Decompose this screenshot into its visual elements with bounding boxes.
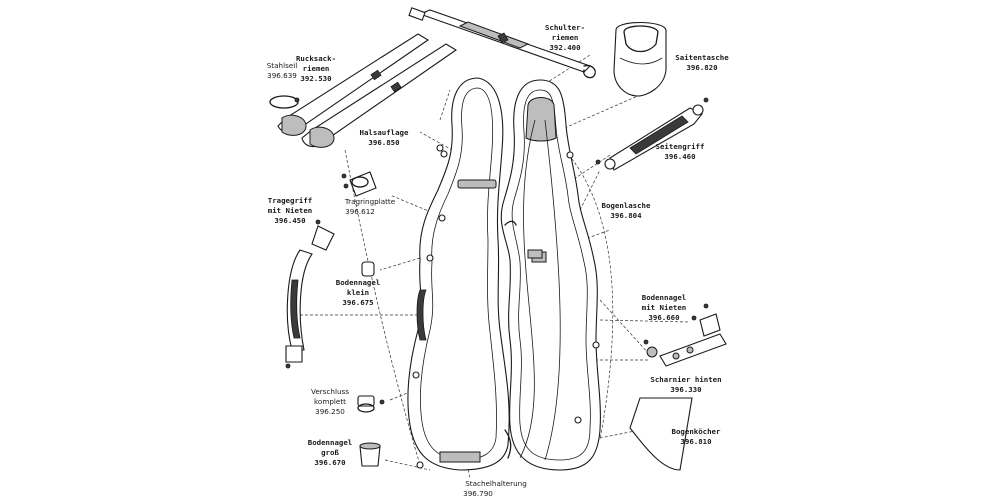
label-verschluss-2: komplett <box>314 397 346 406</box>
label-rucksackriemen-1: Rucksack- <box>296 54 336 63</box>
inner-pocket <box>525 97 557 142</box>
label-rucksackriemen-number: 392.530 <box>300 74 331 83</box>
side-handle-on-case <box>416 289 427 341</box>
label-bodennagel-nieten-number: 396.660 <box>648 313 679 322</box>
neck-rest <box>457 179 497 189</box>
foot-small <box>361 261 375 277</box>
shoulder-strap <box>408 7 596 79</box>
label-tragegriff-1: Tragegriff <box>268 196 313 205</box>
string-pocket <box>613 22 667 97</box>
label-bogenkoecher-number: 396.810 <box>680 437 711 446</box>
label-stachelhalterung: Stachelhalterung <box>465 479 527 488</box>
label-bogenkoecher: Bogenköcher <box>672 427 721 436</box>
label-saitentasche-number: 396.820 <box>686 63 717 72</box>
label-bodennagel-gross-2: groß <box>321 448 339 457</box>
neck-rest-part <box>436 144 448 158</box>
label-bogenlasche: Bogenlasche <box>602 201 651 210</box>
label-schulterriemen-2: riemen <box>552 33 579 42</box>
label-bodennagel-gross-number: 396.670 <box>314 458 345 467</box>
label-seitengriff: Seitengriff <box>656 142 705 151</box>
label-scharnier-number: 396.330 <box>670 385 701 394</box>
label-bodennagel-klein-number: 396.675 <box>342 298 373 307</box>
label-tragegriff-number: 396.450 <box>274 216 305 225</box>
label-halsauflage-number: 396.850 <box>368 138 399 147</box>
backpack-straps <box>277 33 458 148</box>
carry-ring-plate <box>341 171 377 197</box>
label-saitentasche: Saitentasche <box>675 53 729 62</box>
label-bogenlasche-number: 396.804 <box>610 211 642 220</box>
leader-lines <box>300 54 691 479</box>
steel-cable <box>269 95 300 109</box>
label-bodennagel-klein-1: Bodennagel <box>336 278 381 287</box>
label-verschluss-1: Verschluss <box>311 387 349 396</box>
label-halsauflage: Halsauflage <box>360 128 409 137</box>
bow-quiver <box>629 397 693 471</box>
label-bodennagel-gross-1: Bodennagel <box>308 438 353 447</box>
label-tragegriff-2: mit Nieten <box>268 206 313 215</box>
label-tragringplatte: Tragringplatte <box>344 197 396 206</box>
label-verschluss-number: 396.250 <box>315 407 345 416</box>
foot-with-rivets <box>691 303 721 337</box>
label-stachelhalterung-number: 396.790 <box>463 489 493 498</box>
endpin-holder <box>439 451 481 463</box>
label-stahlseil-number: 396.639 <box>267 71 297 80</box>
side-grip <box>595 97 709 171</box>
carrying-handle <box>285 219 335 369</box>
cello-case-open <box>407 77 601 471</box>
label-rucksackriemen-2: riemen <box>303 64 330 73</box>
bow-strap <box>527 249 543 259</box>
rear-hinge <box>643 333 727 367</box>
label-stahlseil: Stahlseil <box>267 61 298 70</box>
label-bodennagel-nieten-2: mit Nieten <box>642 303 687 312</box>
label-schulterriemen-number: 392.400 <box>549 43 580 52</box>
label-schulterriemen-1: Schulter- <box>545 23 585 32</box>
label-tragringplatte-number: 396.612 <box>345 207 375 216</box>
label-bodennagel-klein-2: klein <box>347 288 369 297</box>
label-scharnier: Scharnier hinten <box>650 375 721 384</box>
label-bodennagel-nieten-1: Bodennagel <box>642 293 687 302</box>
foot-large <box>359 442 381 467</box>
latch <box>357 395 385 413</box>
labels: Schulter- riemen 392.400 Rucksack- rieme… <box>267 23 729 498</box>
label-seitengriff-number: 396.460 <box>664 152 695 161</box>
